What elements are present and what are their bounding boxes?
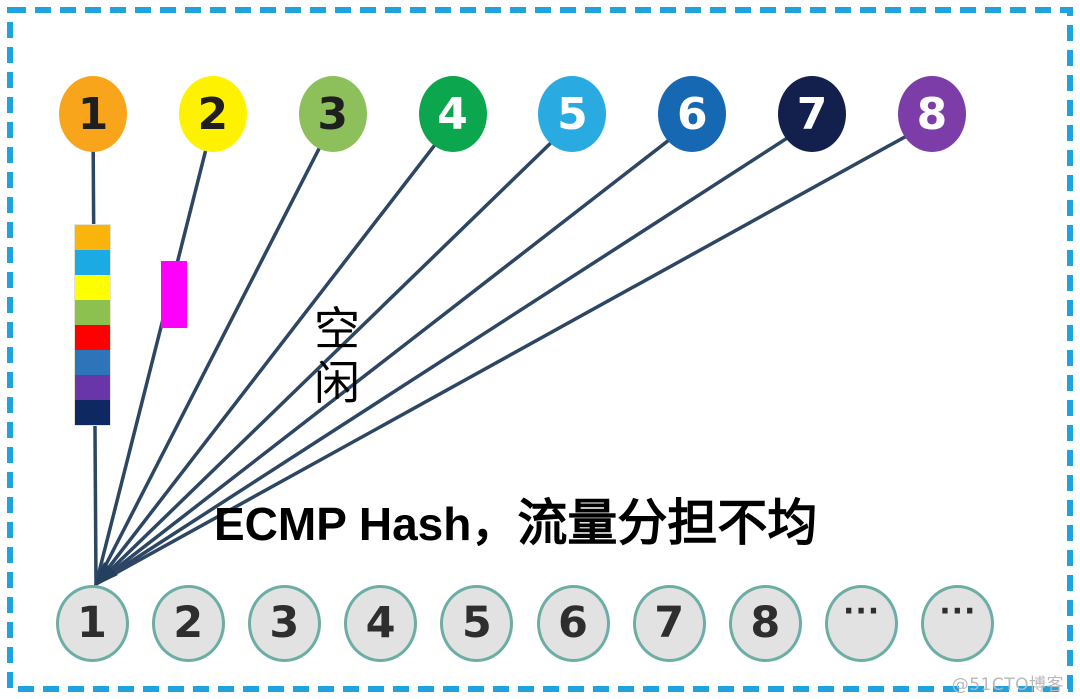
port-number: 2 — [173, 598, 204, 648]
port-circle-7: 7 — [632, 584, 706, 662]
arrowhead-icon — [93, 562, 118, 587]
port-circle-4: 4 — [344, 584, 418, 662]
port-number: 3 — [269, 598, 300, 648]
flow-circle-2: 2 — [178, 76, 247, 152]
port-circle-more-9: ··· — [921, 584, 995, 662]
flow-circle-6: 6 — [658, 76, 727, 152]
flow-line-7 — [95, 120, 814, 586]
ellipsis-label: ··· — [842, 593, 881, 629]
queue-segment-1 — [75, 225, 110, 250]
queue-segment-4 — [75, 300, 110, 325]
flow-circle-4: 4 — [418, 76, 487, 152]
flow-line-5 — [94, 120, 574, 586]
port-number: 1 — [77, 598, 107, 648]
queue-segment-6 — [75, 350, 110, 375]
port-number: 4 — [365, 598, 396, 648]
queue-segment-3 — [75, 275, 110, 300]
port-circle-3: 3 — [247, 584, 321, 662]
flow-line-6 — [94, 120, 694, 586]
title-english: ECMP Hash， — [214, 498, 518, 550]
port-circle-8: 8 — [728, 584, 802, 662]
queue-segment-7 — [75, 375, 110, 400]
title-chinese: 流量分担不均 — [517, 495, 818, 551]
ellipsis-label: ··· — [939, 593, 977, 629]
flow-line-2 — [94, 121, 215, 585]
flow-circle-7: 7 — [778, 76, 847, 152]
port-circle-1: 1 — [55, 584, 129, 662]
flow-line-8 — [95, 120, 933, 586]
flow-circle-3: 3 — [298, 76, 367, 152]
queue-segment-2 — [75, 250, 110, 275]
port-circle-2: 2 — [151, 584, 225, 662]
port2-busy-block — [161, 261, 187, 328]
flow-circle-8: 8 — [897, 76, 966, 152]
port-circle-6: 6 — [536, 584, 610, 662]
port-number: 5 — [461, 598, 492, 648]
port-circle-5: 5 — [440, 584, 514, 662]
queue-segment-5 — [75, 325, 110, 350]
flow-line-4 — [94, 120, 454, 586]
flow-circle-5: 5 — [538, 76, 607, 152]
watermark-51cto: @51CTO博客 — [951, 675, 1064, 695]
diagram-title: ECMP Hash，流量分担不均 — [214, 483, 817, 555]
flow-line-3 — [94, 121, 335, 585]
port-number: 6 — [558, 598, 588, 648]
queue-segment-8 — [75, 400, 110, 425]
port-number: 7 — [654, 598, 685, 648]
idle-label: 空闲 — [314, 304, 360, 410]
port-number: 8 — [750, 598, 781, 648]
port1-queue-stack — [74, 224, 111, 426]
port-circle-more-8: ··· — [825, 584, 899, 662]
flow-circle-1: 1 — [59, 76, 127, 152]
